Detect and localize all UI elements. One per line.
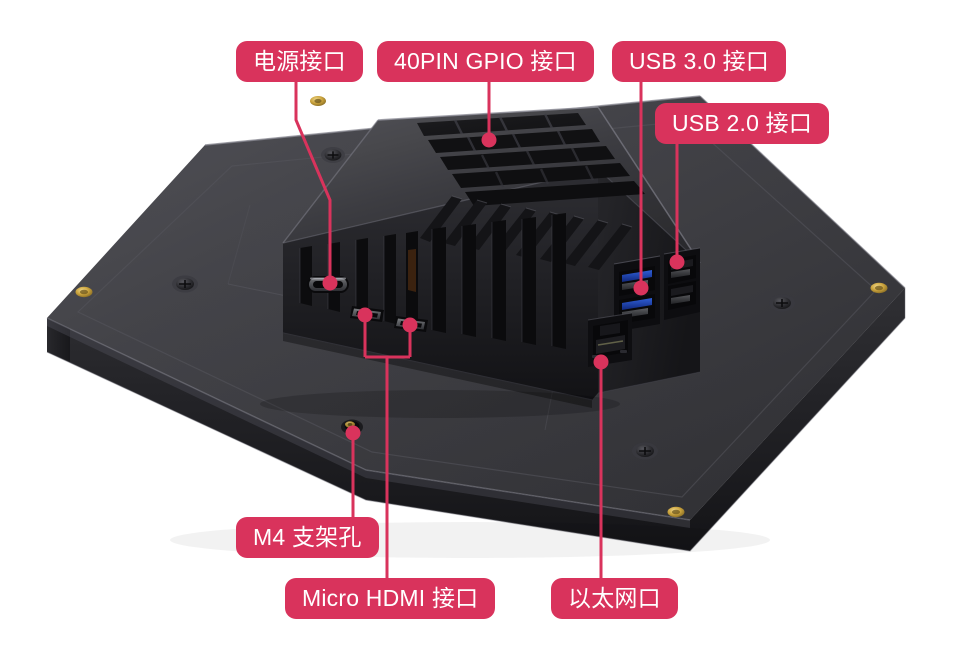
m4-mounting-hole xyxy=(341,419,363,435)
screw xyxy=(632,442,658,460)
callout-label-ethernet[interactable]: 以太网口 xyxy=(551,578,678,619)
callout-label-power-port[interactable]: 电源接口 xyxy=(236,41,363,82)
raspberry-pi-case xyxy=(260,106,701,418)
screw xyxy=(321,147,345,163)
brass-insert xyxy=(75,286,93,298)
callout-label-micro-hdmi[interactable]: Micro HDMI 接口 xyxy=(285,578,496,619)
brass-insert xyxy=(667,506,685,518)
callout-label-m4-mounting-hole[interactable]: M4 支架孔 xyxy=(236,517,379,558)
screw xyxy=(769,294,795,312)
ethernet-port xyxy=(587,312,633,367)
callout-label-usb-3-0[interactable]: USB 3.0 接口 xyxy=(612,41,787,82)
usb-2-0-ports xyxy=(663,247,701,320)
usb-c-power-port xyxy=(307,276,349,293)
callout-label-usb-2-0[interactable]: USB 2.0 接口 xyxy=(655,103,830,144)
callout-label-gpio-40pin[interactable]: 40PIN GPIO 接口 xyxy=(377,41,594,82)
case-vent-slots-end xyxy=(417,113,645,206)
brass-insert xyxy=(310,96,326,106)
brass-insert xyxy=(870,282,888,294)
screw xyxy=(172,275,198,293)
